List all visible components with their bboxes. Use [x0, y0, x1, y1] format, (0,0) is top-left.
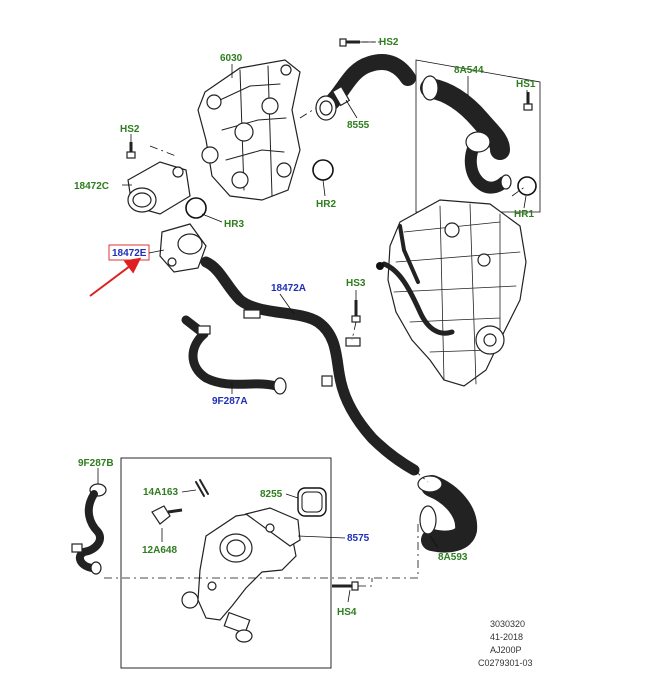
bolt-hs4-drawing [332, 581, 359, 591]
pointer-arrow [89, 257, 142, 297]
callout-9f287b[interactable]: 9F287B [78, 458, 114, 469]
callout-hs4[interactable]: HS4 [337, 607, 357, 618]
centerlines [104, 41, 527, 587]
bolt-hs1-drawing [523, 92, 533, 111]
ref-code-3: AJ200P [490, 645, 522, 655]
bolt-hs2-left-drawing [126, 142, 136, 159]
clip-14a163-drawing [195, 479, 209, 497]
group-outline-8a544 [415, 59, 541, 213]
o-ring-hr1 [517, 176, 537, 196]
o-ring-hr2 [312, 159, 334, 181]
callout-hs3[interactable]: HS3 [346, 278, 366, 289]
outlet-18472c-drawing [127, 161, 191, 215]
callout-9f287a[interactable]: 9F287A [212, 396, 248, 407]
o-ring-hr3 [185, 197, 207, 219]
callout-hr1[interactable]: HR1 [514, 209, 534, 220]
callout-hs2-left[interactable]: HS2 [120, 124, 140, 135]
group-box-8575 [120, 457, 332, 669]
sensor-12a648-drawing [151, 505, 183, 525]
callout-8255[interactable]: 8255 [260, 489, 283, 500]
bolt-hs2-top-drawing [339, 38, 360, 47]
callout-12a648[interactable]: 12A648 [142, 545, 177, 556]
callout-8a593[interactable]: 8A593 [438, 552, 468, 563]
coolant-hose-8a544-drawing [420, 75, 512, 194]
callout-18472e[interactable]: 18472E [112, 248, 147, 259]
callout-hr2[interactable]: HR2 [316, 199, 336, 210]
callout-8a544[interactable]: 8A544 [454, 65, 484, 76]
ref-code-1: 3030320 [490, 619, 525, 629]
hose-9f287a-drawing [181, 315, 287, 395]
thermostat-housing-8575-drawing [181, 507, 301, 643]
bolt-hs3-drawing [351, 300, 361, 323]
ref-code-2: 41-2018 [490, 632, 523, 642]
callout-8575[interactable]: 8575 [347, 533, 370, 544]
engine-bracket-6030-drawing [197, 59, 301, 201]
coolant-pipe-18472a-drawing [200, 256, 420, 476]
callout-18472c[interactable]: 18472C [74, 181, 109, 192]
coolant-hose-8555-drawing [315, 53, 416, 121]
leader-lines [97, 41, 528, 603]
gasket-8255-drawing [297, 487, 327, 517]
hose-9f287b-drawing [71, 483, 107, 575]
engine-overview-drawing [376, 199, 527, 387]
callout-hr3[interactable]: HR3 [224, 219, 244, 230]
connector-18472e-drawing [159, 223, 207, 273]
callout-6030[interactable]: 6030 [220, 53, 243, 64]
callout-hs1[interactable]: HS1 [516, 79, 536, 90]
callout-18472a[interactable]: 18472A [271, 283, 306, 294]
callout-hs2-top[interactable]: HS2 [379, 37, 399, 48]
ref-code-4: C0279301-03 [478, 658, 533, 668]
callout-8555[interactable]: 8555 [347, 120, 370, 131]
callout-14a163[interactable]: 14A163 [143, 487, 178, 498]
hose-8a593-drawing [417, 475, 478, 553]
